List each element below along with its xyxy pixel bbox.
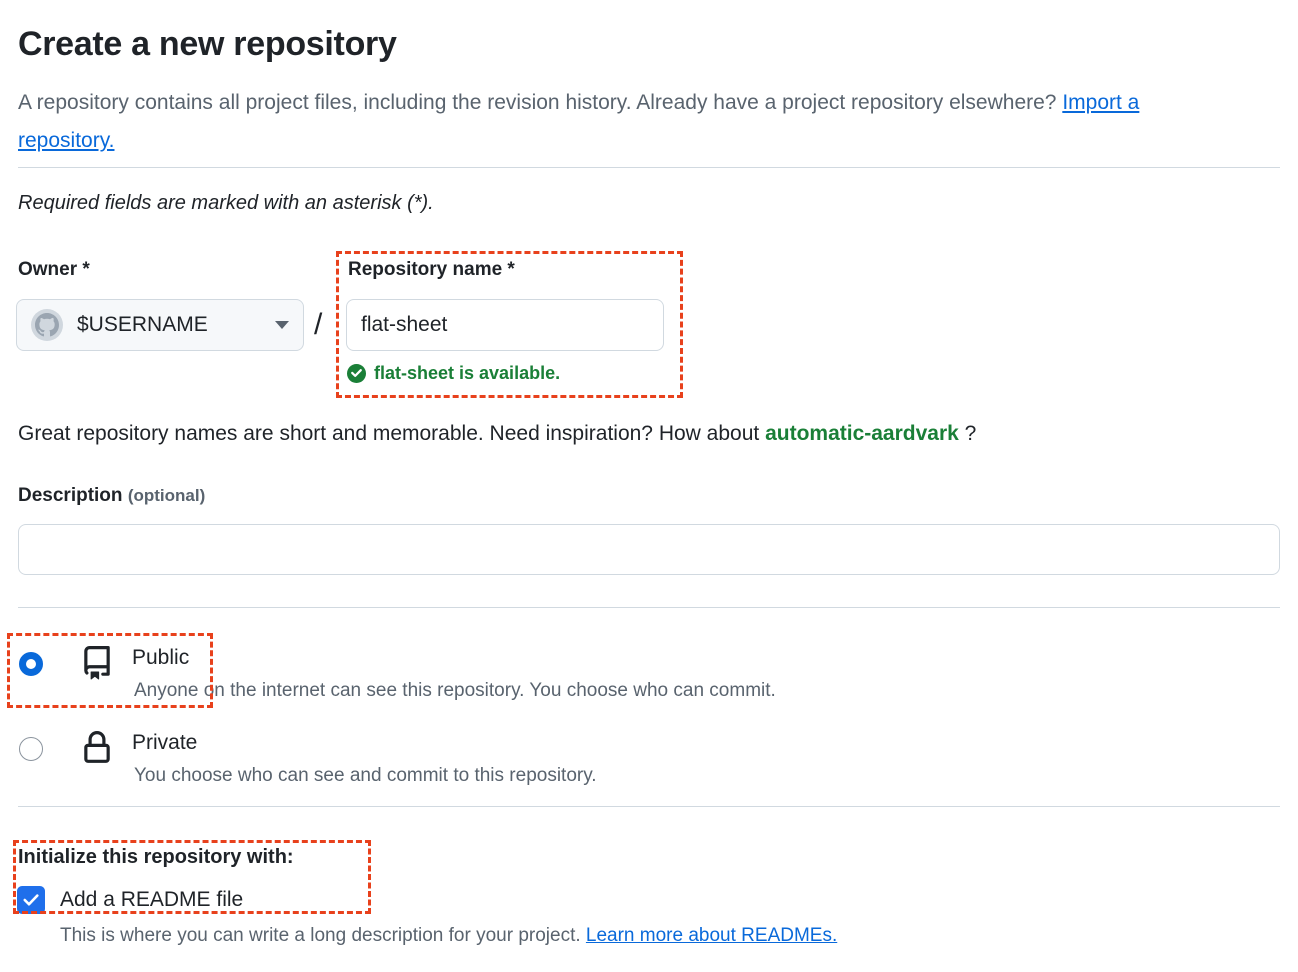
radio-public[interactable] [19,652,43,676]
learn-more-readmes-link[interactable]: Learn more about READMEs. [585,925,838,946]
availability-text: flat-sheet is available. [374,363,561,383]
lock-icon [80,731,114,765]
inspiration-suffix: ? [958,422,977,445]
readme-checkbox[interactable] [17,886,45,914]
description-input[interactable] [18,524,1280,575]
owner-username: $USERNAME [77,313,208,336]
initialize-section-title: Initialize this repository with: [18,846,294,868]
chevron-down-icon [275,321,289,329]
readme-description: This is where you can write a long descr… [60,923,837,949]
divider-top [18,167,1280,168]
readme-checkbox-label[interactable]: Add a README file [60,888,244,911]
repository-name-label: Repository name * [348,259,515,280]
repository-name-input[interactable] [346,299,664,351]
visibility-private-title: Private [132,731,198,754]
page-description: A repository contains all project files,… [18,84,1218,160]
divider-middle [18,607,1280,608]
repository-name-inspiration: Great repository names are short and mem… [18,420,976,448]
check-circle-icon [347,364,366,383]
repository-name-availability: flat-sheet is available. [347,363,560,384]
inspiration-prefix: Great repository names are short and mem… [18,422,766,445]
description-label: Description (optional) [18,483,205,509]
description-label-text: Description [18,485,123,506]
owner-select-button[interactable]: $USERNAME [16,299,304,351]
page-description-text: A repository contains all project files,… [18,91,1063,114]
suggested-repository-name[interactable]: automatic-aardvark [765,422,959,445]
page-title: Create a new repository [18,25,397,63]
divider-bottom [18,806,1280,807]
import-repository-link[interactable]: Import a repository. [18,91,1140,152]
radio-private[interactable] [19,737,43,761]
readme-description-text: This is where you can write a long descr… [60,925,586,946]
owner-label: Owner * [18,259,90,280]
visibility-private-description: You choose who can see and commit to thi… [134,765,597,786]
required-fields-note: Required fields are marked with an aster… [18,192,434,214]
checkmark-icon [23,894,39,906]
visibility-public-title: Public [132,646,190,669]
repo-book-icon [80,646,114,680]
visibility-public-description: Anyone on the internet can see this repo… [134,680,776,701]
github-octocat-avatar-icon [31,309,63,341]
owner-repo-separator: / [314,308,323,341]
description-optional-tag: (optional) [127,486,206,505]
